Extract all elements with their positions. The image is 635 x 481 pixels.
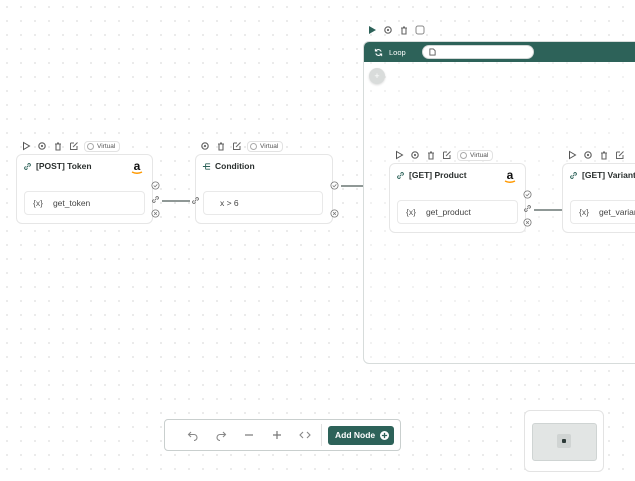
virtual-toggle[interactable]: Virtual [84, 140, 121, 152]
minimap-node [557, 434, 571, 448]
gear-icon[interactable] [409, 150, 420, 161]
loop-add-button[interactable]: + [369, 68, 385, 84]
loop-iterator-input[interactable] [421, 45, 534, 59]
false-port[interactable] [330, 209, 339, 218]
node-title: [GET] Product [409, 170, 467, 180]
edge-token-condition [162, 200, 190, 202]
node-toolbar-get-product: Virtual [393, 148, 494, 162]
loop-header: Loop [364, 42, 635, 62]
edit-icon[interactable] [441, 150, 452, 161]
virtual-label: Virtual [260, 142, 279, 150]
gear-icon[interactable] [36, 141, 47, 152]
node-condition[interactable]: Condition x > 6 [195, 154, 333, 224]
edit-icon[interactable] [231, 141, 242, 152]
minimap-viewport[interactable] [532, 423, 597, 461]
loop-label: Loop [389, 47, 406, 57]
node-post-token[interactable]: [POST] Token a {x} get_token [16, 154, 153, 224]
loop-add-label: + [374, 71, 380, 81]
document-icon [429, 48, 436, 56]
zoom-in-icon[interactable] [263, 425, 291, 445]
zoom-out-icon[interactable] [235, 425, 263, 445]
play-outline-icon[interactable] [566, 150, 577, 161]
branch-icon [202, 162, 211, 170]
error-port[interactable] [151, 209, 160, 218]
node-toolbar-get-variant [566, 148, 625, 162]
node-title: [GET] Variant [582, 170, 635, 180]
condition-expression-row[interactable]: x > 6 [203, 191, 323, 215]
radio-icon [460, 151, 467, 159]
node-var-row[interactable]: {x} get_product [397, 200, 518, 224]
edit-icon[interactable] [614, 150, 625, 161]
node-toolbar-condition: Virtual [199, 139, 284, 153]
minimap[interactable] [524, 410, 604, 472]
code-icon[interactable] [291, 425, 319, 445]
loop-toolbar [366, 23, 425, 37]
play-outline-icon[interactable] [20, 141, 31, 152]
edge-product-variant [534, 209, 562, 211]
variable-name: get_variant [598, 207, 635, 217]
play-outline-icon[interactable] [393, 150, 404, 161]
variable-icon: {x} [33, 198, 43, 208]
gear-icon[interactable] [382, 25, 393, 36]
variable-icon: {x} [406, 207, 416, 217]
link-icon [570, 171, 577, 179]
success-port[interactable] [523, 190, 532, 199]
radio-icon [250, 142, 257, 150]
node-var-row[interactable]: {x} get_variant [570, 200, 635, 224]
virtual-toggle[interactable]: Virtual [457, 149, 494, 161]
plus-icon [380, 430, 390, 440]
variable-name: get_token [52, 198, 91, 208]
trash-icon[interactable] [52, 141, 63, 152]
undo-icon[interactable] [179, 425, 207, 445]
virtual-toggle[interactable]: Virtual [247, 140, 284, 152]
node-title: Condition [215, 161, 255, 171]
trash-icon[interactable] [398, 25, 409, 36]
node-toolbar-post-token: Virtual [20, 139, 121, 153]
trash-icon[interactable] [215, 141, 226, 152]
success-port[interactable] [151, 181, 160, 190]
canvas-controls: Add Node [164, 419, 401, 451]
play-icon[interactable] [366, 25, 377, 36]
redo-icon[interactable] [207, 425, 235, 445]
variable-name: get_product [425, 207, 471, 217]
checkbox[interactable] [414, 25, 425, 36]
virtual-label: Virtual [97, 142, 116, 150]
add-node-button[interactable]: Add Node [328, 425, 395, 445]
node-get-variant[interactable]: [GET] Variant {x} get_variant [562, 163, 635, 233]
node-get-product[interactable]: [GET] Product a {x} get_product [389, 163, 526, 233]
node-var-row[interactable]: {x} get_token [24, 191, 145, 215]
virtual-label: Virtual [470, 151, 489, 159]
edit-icon[interactable] [68, 141, 79, 152]
gear-icon[interactable] [199, 141, 210, 152]
gear-icon[interactable] [582, 150, 593, 161]
svg-text:a: a [507, 168, 514, 182]
link-port[interactable] [523, 204, 532, 213]
add-node-label: Add Node [335, 430, 376, 440]
amazon-logo-icon: a [131, 159, 143, 174]
link-icon [397, 171, 404, 179]
radio-icon [87, 142, 94, 150]
trash-icon[interactable] [598, 150, 609, 161]
edge-condition-loop [341, 185, 363, 187]
loop-icon [374, 48, 383, 57]
true-port[interactable] [330, 181, 339, 190]
svg-text:a: a [134, 159, 141, 173]
link-port[interactable] [151, 195, 160, 204]
trash-icon[interactable] [425, 150, 436, 161]
divider [321, 424, 322, 446]
variable-icon: {x} [579, 207, 589, 217]
amazon-logo-icon: a [504, 168, 516, 183]
condition-expression: x > 6 [220, 198, 239, 208]
link-icon [24, 162, 31, 170]
link-port[interactable] [191, 196, 200, 205]
error-port[interactable] [523, 218, 532, 227]
node-title: [POST] Token [36, 161, 92, 171]
